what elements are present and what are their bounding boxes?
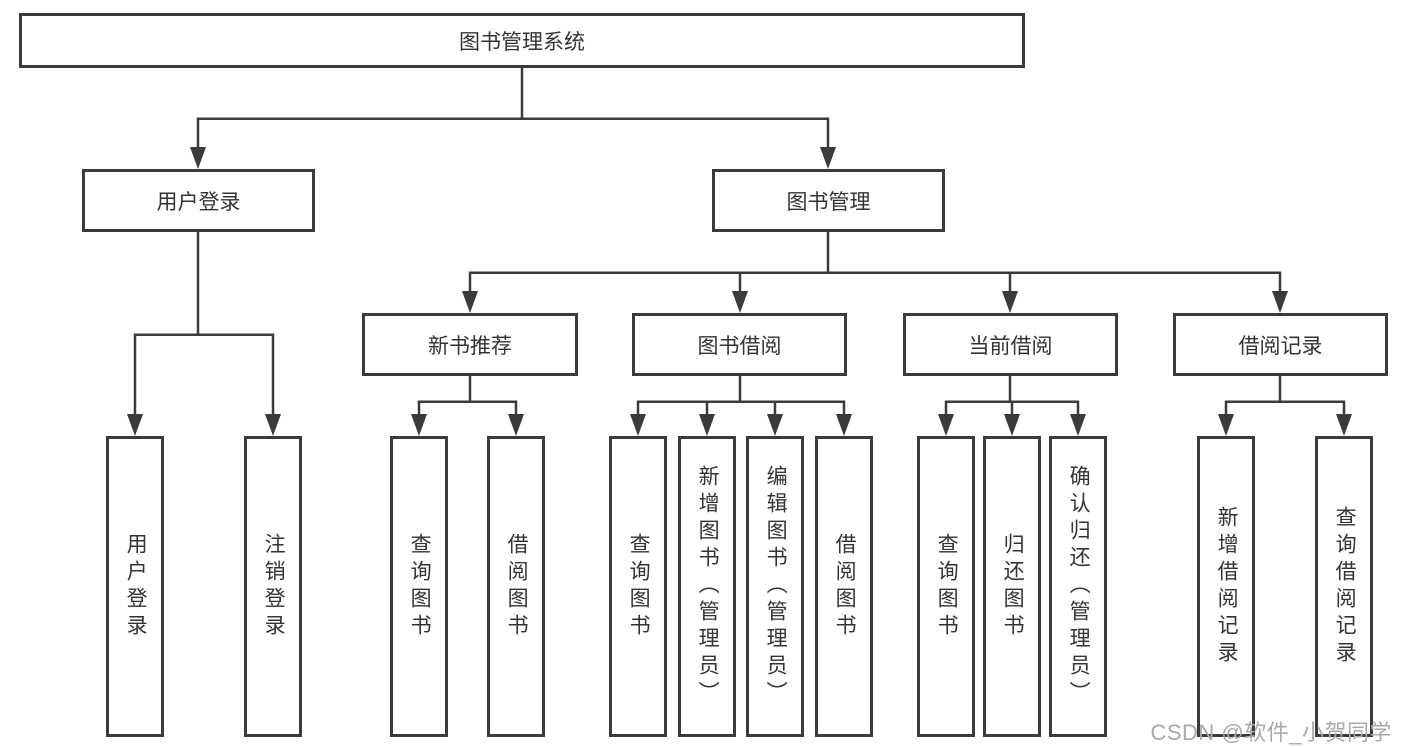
arrowhead <box>767 414 783 436</box>
connector-path <box>196 66 830 150</box>
arrowhead <box>1070 414 1086 436</box>
arrowhead <box>1272 291 1288 313</box>
connector-book-management <box>462 232 1288 313</box>
arrowhead <box>732 291 748 313</box>
leaf-label: 归还图书 <box>1001 532 1025 641</box>
node-book-management: 图书管理 <box>712 169 945 232</box>
connector-path <box>417 376 518 417</box>
watermark-csdn: CSDN @软件_小贺同学 <box>1150 720 1392 745</box>
leaf-user-login: 用户登录 <box>106 436 164 737</box>
arrowhead <box>938 414 954 436</box>
node-user-login: 用户登录 <box>82 169 315 232</box>
arrowhead <box>1002 291 1018 313</box>
arrowhead <box>630 414 646 436</box>
node-book-borrowing: 图书借阅 <box>632 313 847 376</box>
arrowhead <box>820 147 836 169</box>
arrowhead <box>265 414 281 436</box>
connector-new-book-recommend <box>411 376 524 436</box>
leaf-query-books-3: 查询图书 <box>917 436 975 737</box>
arrowhead <box>462 291 478 313</box>
leaf-label: 查询借阅记录 <box>1333 505 1357 668</box>
arrowhead <box>699 414 715 436</box>
leaf-label: 查询图书 <box>408 532 432 641</box>
leaf-confirm-return-admin: 确认归还（管理员） <box>1049 436 1107 737</box>
connector-path <box>1224 376 1346 417</box>
connector-borrowing-records <box>1218 376 1352 436</box>
connector-path <box>944 376 1080 417</box>
arrowhead <box>411 414 427 436</box>
connector-path <box>468 232 1282 293</box>
node-new-book-recommend: 新书推荐 <box>362 313 578 376</box>
arrowhead <box>127 414 143 436</box>
leaf-label: 用户登录 <box>124 532 148 641</box>
node-borrowing-records: 借阅记录 <box>1173 313 1388 376</box>
arrowhead <box>836 414 852 436</box>
connector-path <box>133 232 275 417</box>
arrowhead <box>508 414 524 436</box>
node-current-borrowing: 当前借阅 <box>903 313 1118 376</box>
node-library-system: 图书管理系统 <box>19 13 1025 68</box>
leaf-label: 新增借阅记录 <box>1215 505 1239 668</box>
leaf-add-book-admin: 新增图书（管理员） <box>678 436 736 737</box>
leaf-label: 新增图书（管理员） <box>696 465 720 708</box>
leaf-logout: 注销登录 <box>244 436 302 737</box>
leaf-query-books-2: 查询图书 <box>609 436 667 737</box>
leaf-label: 借阅图书 <box>505 532 529 641</box>
leaf-label: 编辑图书（管理员） <box>764 465 788 708</box>
leaf-label: 查询图书 <box>627 532 651 641</box>
leaf-borrow-books-1: 借阅图书 <box>487 436 545 737</box>
leaf-label: 注销登录 <box>262 532 286 641</box>
leaf-query-borrow-record: 查询借阅记录 <box>1315 436 1373 737</box>
connector-book-borrowing <box>630 376 852 436</box>
arrowhead <box>1004 414 1020 436</box>
leaf-label: 查询图书 <box>935 532 959 641</box>
leaf-return-books: 归还图书 <box>983 436 1041 737</box>
leaf-query-books-1: 查询图书 <box>390 436 448 737</box>
connector-path <box>636 376 846 417</box>
connector-user-login <box>127 232 281 436</box>
connector-root <box>190 66 836 169</box>
arrowhead <box>190 147 206 169</box>
arrowhead <box>1336 414 1352 436</box>
connector-current-borrowing <box>938 376 1086 436</box>
leaf-label: 借阅图书 <box>833 532 857 641</box>
leaf-add-borrow-record: 新增借阅记录 <box>1197 436 1255 737</box>
leaf-label: 确认归还（管理员） <box>1067 465 1091 708</box>
arrowhead <box>1218 414 1234 436</box>
leaf-edit-book-admin: 编辑图书（管理员） <box>746 436 804 737</box>
leaf-borrow-books-2: 借阅图书 <box>815 436 873 737</box>
